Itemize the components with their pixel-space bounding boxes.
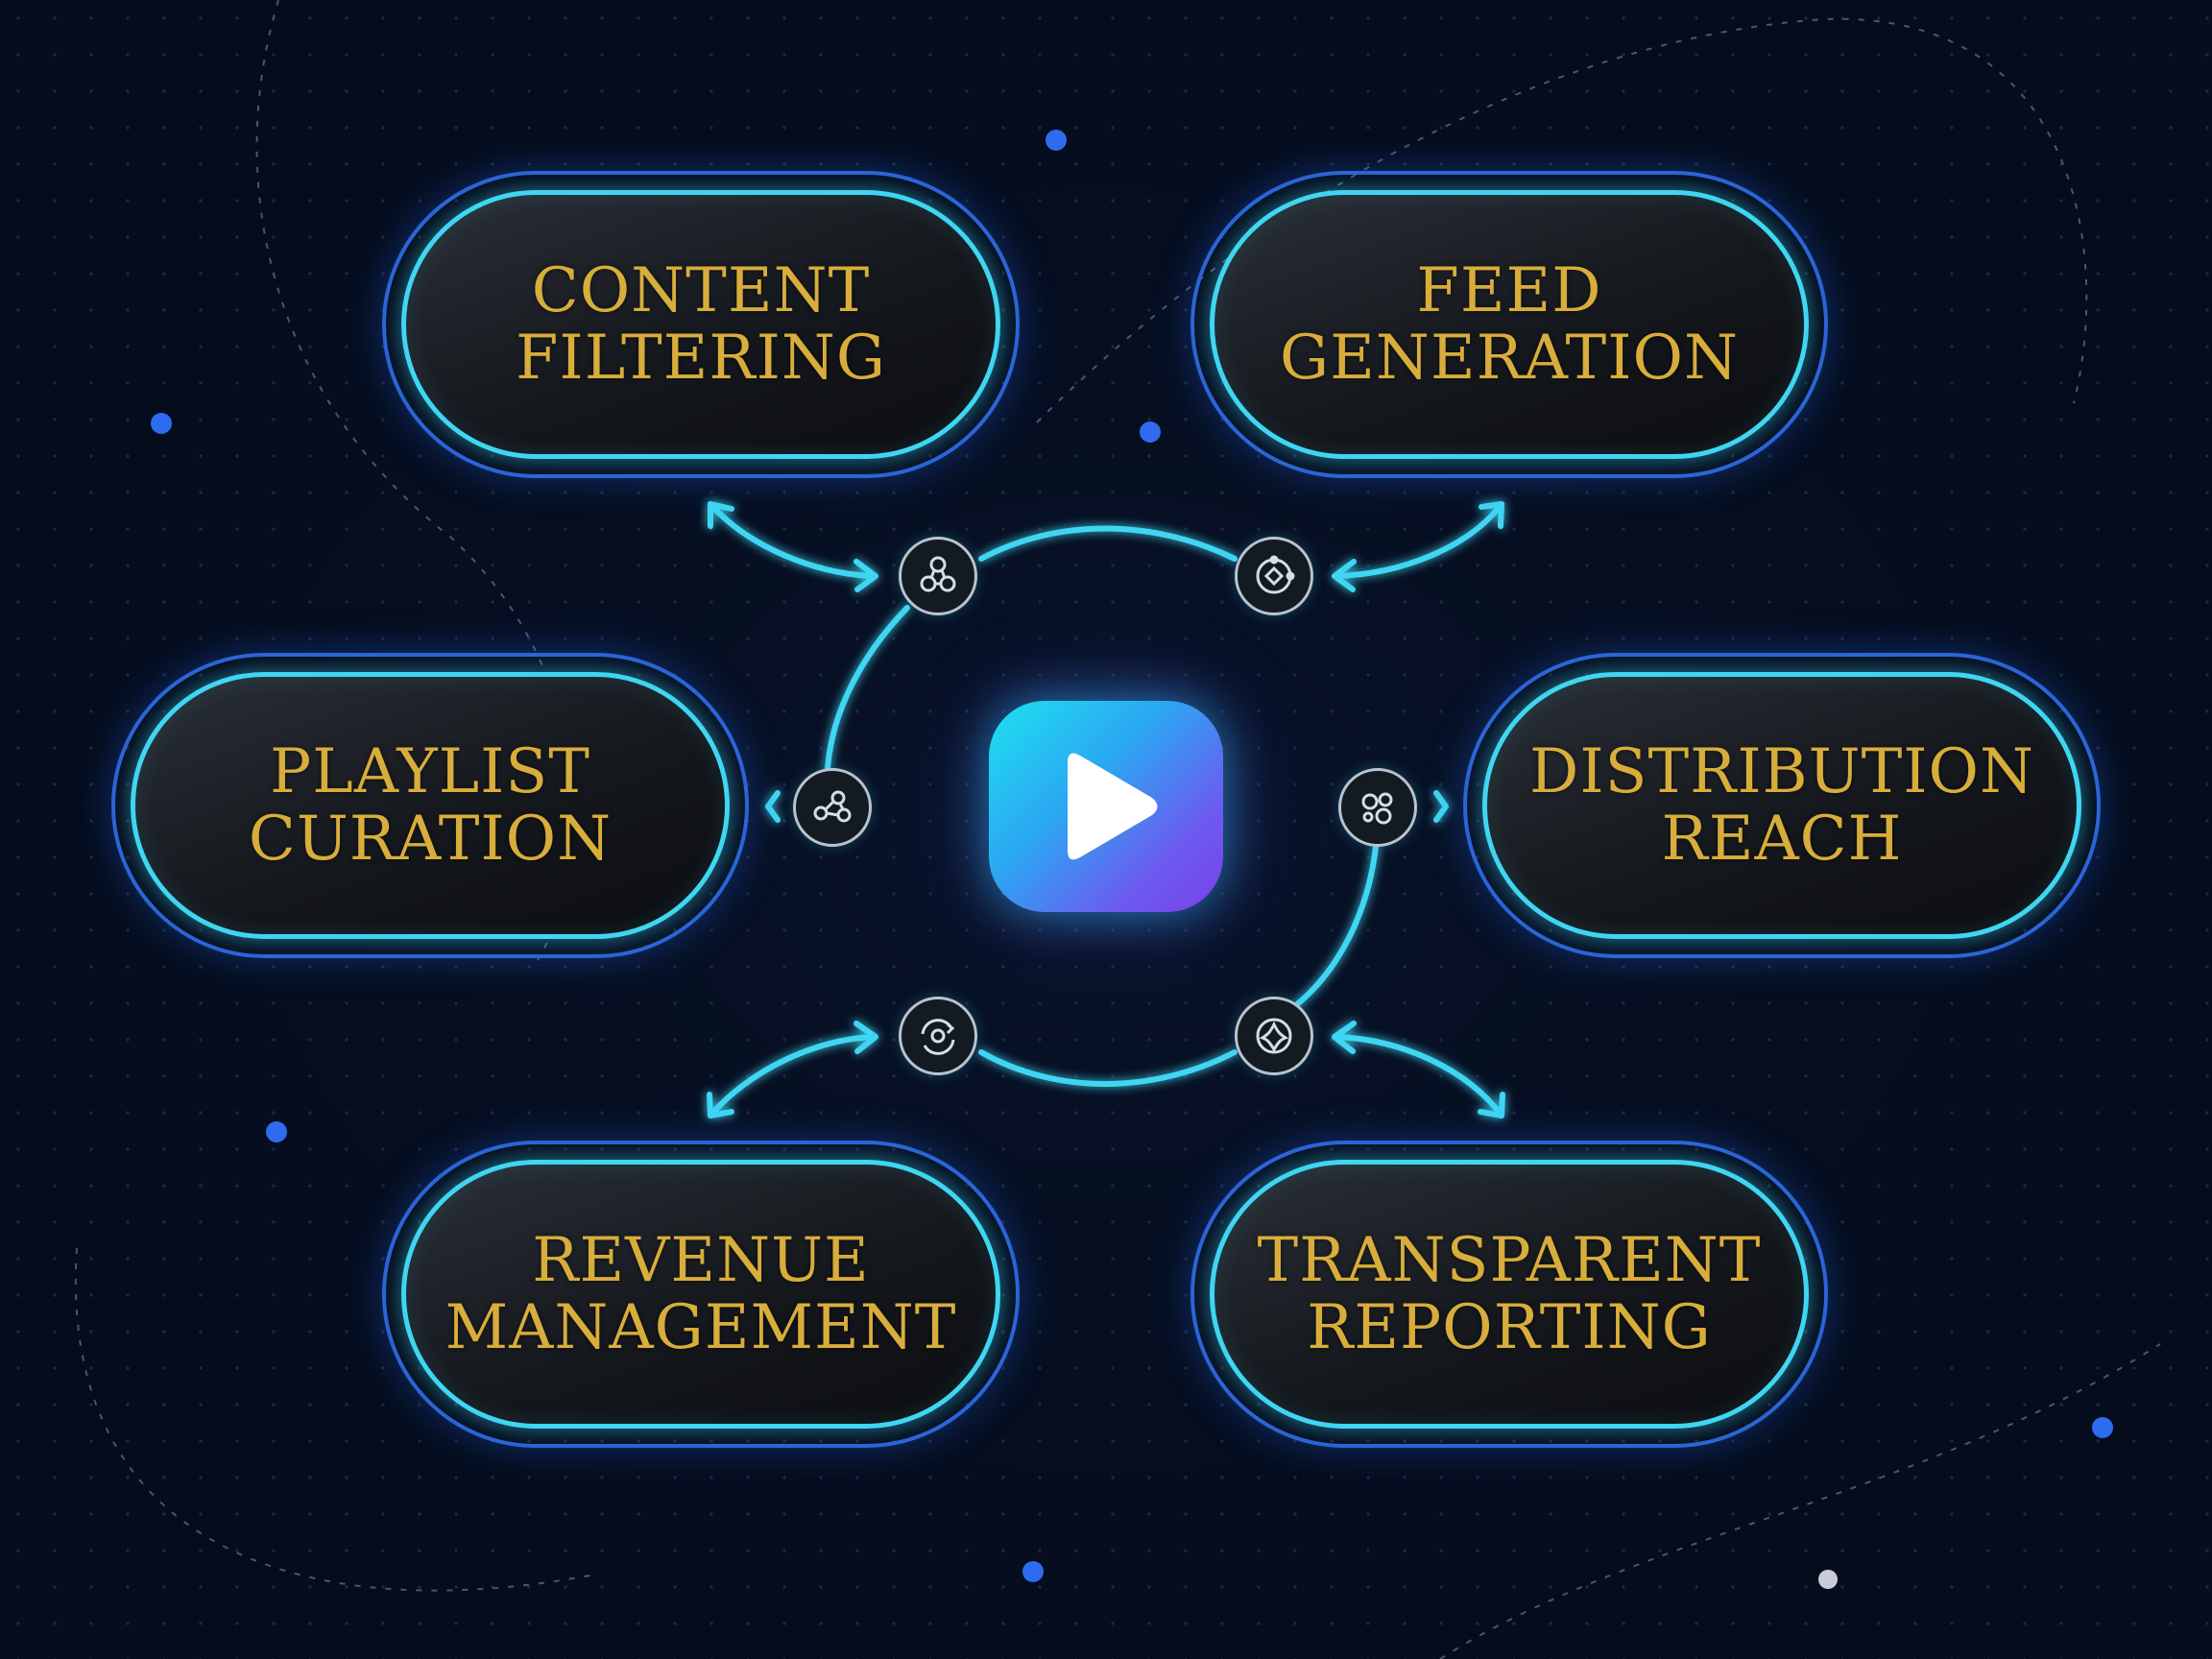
accent-dot: [266, 1121, 287, 1142]
playlist-curation-label: PLAYLIST CURATION: [248, 736, 613, 875]
cycle-icon: [899, 997, 977, 1075]
ring-nodes-icon: [1235, 537, 1313, 615]
node-feed-generation: FEED GENERATION: [1190, 171, 1828, 478]
link-nodes-icon: [793, 768, 872, 847]
node-revenue-management: REVENUE MANAGEMENT: [382, 1141, 1020, 1448]
transparent-reporting-label: TRANSPARENT REPORTING: [1257, 1225, 1762, 1363]
play-icon: [1068, 753, 1158, 860]
arrow-feed-generation: [1334, 501, 1504, 579]
accent-dot: [2092, 1417, 2113, 1438]
orbit-line: [1036, 17, 2088, 423]
arrow-revenue-management: [708, 1034, 877, 1118]
node-content-filtering: CONTENT FILTERING: [382, 171, 1020, 478]
orbit-line: [1439, 1343, 2161, 1659]
ring-arc-top: [978, 525, 1238, 562]
play-button[interactable]: [989, 701, 1223, 912]
accent-dot: [1022, 1561, 1044, 1582]
node-playlist-curation: PLAYLIST CURATION: [111, 653, 749, 958]
network-icon: [899, 537, 977, 615]
node-transparent-reporting: TRANSPARENT REPORTING: [1190, 1141, 1828, 1448]
accent-dot: [1140, 421, 1161, 443]
content-filtering-label: CONTENT FILTERING: [516, 255, 886, 394]
arrow-transparent-reporting: [1334, 1034, 1504, 1118]
arrow-content-filtering: [708, 501, 877, 579]
arrow-playlist-curation: [765, 790, 781, 823]
accent-dot: [1818, 1570, 1838, 1589]
revenue-management-label: REVENUE MANAGEMENT: [445, 1225, 957, 1363]
ring-arc-lower-right: [1293, 844, 1379, 1008]
feed-generation-label: FEED GENERATION: [1280, 255, 1739, 394]
orbit-line: [255, 0, 575, 961]
distribution-reach-label: DISTRIBUTION REACH: [1529, 736, 2034, 875]
arrow-distribution-reach: [1433, 790, 1449, 823]
ring-arc-bottom: [978, 1049, 1238, 1087]
hub-icon: [1235, 997, 1313, 1075]
accent-dot: [151, 413, 172, 434]
node-distribution-reach: DISTRIBUTION REACH: [1463, 653, 2101, 958]
ring-arc-upper-left: [825, 605, 910, 771]
orbit-line: [74, 1247, 596, 1592]
cluster-icon: [1338, 768, 1417, 847]
accent-dot: [1046, 130, 1067, 151]
